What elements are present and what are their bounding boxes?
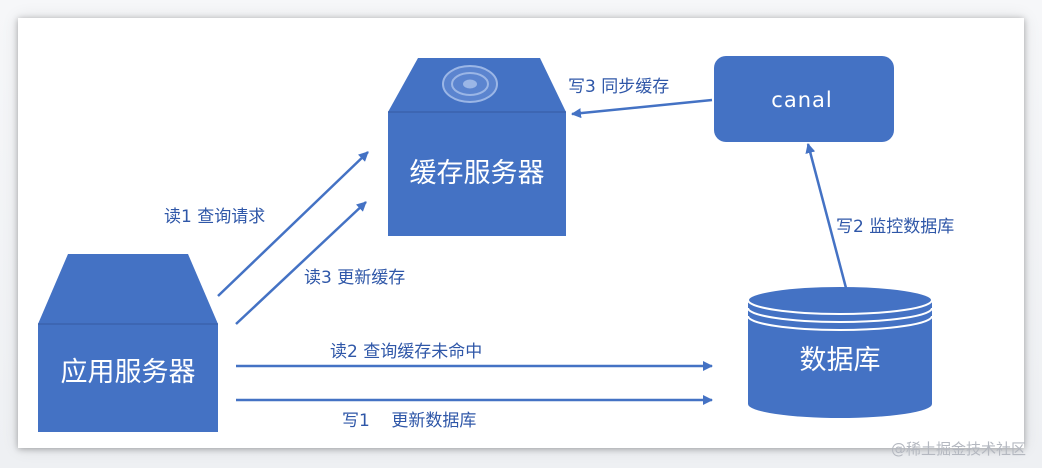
cache-server-label: 缓存服务器 bbox=[410, 158, 545, 189]
database-label: 数据库 bbox=[800, 345, 881, 376]
label-write2: 写2 监控数据库 bbox=[836, 217, 954, 237]
canal-node: canal bbox=[714, 56, 894, 142]
app-server-shape bbox=[38, 254, 218, 432]
app-server-node: 应用服务器 bbox=[38, 254, 218, 432]
arrow-read3 bbox=[235, 201, 367, 325]
canal-label: canal bbox=[771, 88, 832, 112]
arrow-write2 bbox=[805, 143, 848, 289]
cache-server-node: 缓存服务器 bbox=[388, 58, 566, 236]
arrows bbox=[217, 98, 848, 405]
label-write1: 写1 更新数据库 bbox=[342, 411, 476, 431]
database-body bbox=[748, 300, 932, 418]
label-write3: 写3 同步缓存 bbox=[568, 77, 669, 97]
arrow-write3 bbox=[571, 98, 713, 119]
label-read1: 读1 查询请求 bbox=[164, 207, 265, 227]
label-read2: 读2 查询缓存未命中 bbox=[330, 342, 482, 362]
arrow-read1 bbox=[217, 151, 369, 297]
disk-icon bbox=[442, 65, 498, 103]
canal-shape bbox=[714, 56, 894, 142]
watermark: @稀土掘金技术社区 bbox=[891, 440, 1026, 458]
app-server-label: 应用服务器 bbox=[61, 357, 196, 388]
cache-server-shape bbox=[388, 58, 566, 236]
database-node: 数据库 bbox=[747, 285, 933, 418]
label-read3: 读3 更新缓存 bbox=[304, 268, 405, 288]
